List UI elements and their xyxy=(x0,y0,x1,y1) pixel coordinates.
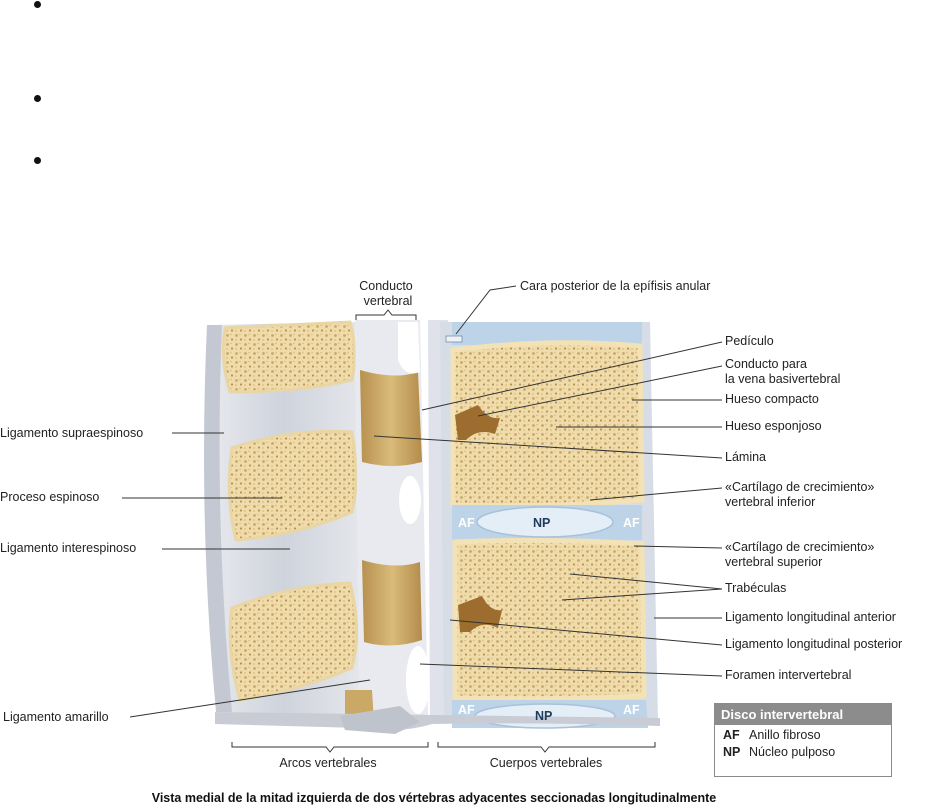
bullet-2 xyxy=(34,95,41,102)
label-pediculo: Pedículo xyxy=(725,334,774,348)
leader-pediculo xyxy=(421,341,723,411)
spinous-process-bottom xyxy=(228,581,358,702)
label-lig-long-anterior: Ligamento longitudinal anterior xyxy=(725,610,896,624)
label-cuerpos-vertebrales: Cuerpos vertebrales xyxy=(490,756,603,770)
disc-af-left-middle: AF xyxy=(458,516,475,530)
label-hueso-esponjoso: Hueso esponjoso xyxy=(725,419,822,433)
leader-trabeculas-b xyxy=(561,588,723,601)
label-proceso-espinoso: Proceso espinoso xyxy=(0,490,99,504)
disc-af-right-middle: AF xyxy=(623,516,640,530)
label-conducto-vertebral-2: vertebral xyxy=(364,294,413,308)
bracket-cuerpos xyxy=(437,742,656,753)
label-cartilago-inf-1: «Cartílago de crecimiento» xyxy=(725,480,874,494)
bullet-1 xyxy=(34,1,41,8)
legend-row-af: AF Anillo fibroso xyxy=(715,727,891,744)
base-fragment xyxy=(215,712,660,731)
label-cartilago-sup-1: «Cartílago de crecimiento» xyxy=(725,540,874,554)
disc-np-middle: NP xyxy=(533,516,550,530)
label-foramen: Foramen intervertebral xyxy=(725,668,851,682)
label-basivertebral-2: la vena basivertebral xyxy=(725,372,840,386)
leader-cara-posterior xyxy=(455,285,517,335)
spinous-process-middle xyxy=(227,429,358,542)
supraspinous-ligament-shape xyxy=(204,325,232,712)
label-cara-posterior: Cara posterior de la epífisis anular xyxy=(520,279,710,293)
spinous-process-top xyxy=(221,320,357,394)
label-cartilago-sup-2: vertebral superior xyxy=(725,555,822,569)
leader-cartilago-sup xyxy=(633,545,723,549)
nucleus-middle xyxy=(476,506,614,538)
vertebral-body-lower xyxy=(452,537,647,702)
legend-abbr-af: AF xyxy=(723,728,740,742)
legend-abbr-np: NP xyxy=(723,745,741,759)
bracket-conducto xyxy=(355,309,417,320)
label-lamina: Lámina xyxy=(725,450,766,464)
label-cartilago-inf-2: vertebral inferior xyxy=(725,495,815,509)
leader-foramen xyxy=(419,663,723,677)
label-arcos-vertebrales: Arcos vertebrales xyxy=(279,756,376,770)
foramen-upper xyxy=(398,322,420,374)
bracket-arcos xyxy=(231,742,429,753)
label-lig-long-posterior: Ligamento longitudinal posterior xyxy=(725,637,902,651)
label-basivertebral-1: Conducto para xyxy=(725,357,807,371)
leader-trabeculas-a xyxy=(569,573,723,590)
label-hueso-compacto: Hueso compacto xyxy=(725,392,819,406)
foramen-middle xyxy=(399,476,421,524)
bullet-3 xyxy=(34,157,41,164)
legend-title: Disco intervertebral xyxy=(715,704,891,725)
base-wedge xyxy=(340,706,420,734)
legend-text-np: Núcleo pulposo xyxy=(749,745,836,759)
legend-text-af: Anillo fibroso xyxy=(749,728,821,742)
label-lig-supraespinoso: Ligamento supraespinoso xyxy=(0,426,143,440)
ligamentum-flavum-upper xyxy=(360,370,422,466)
legend-row-np: NP Núcleo pulposo xyxy=(715,744,891,761)
epiphysis-marker xyxy=(445,335,463,343)
disc-legend: Disco intervertebral AF Anillo fibroso NP… xyxy=(714,703,892,777)
figure-caption: Vista medial de la mitad izquierda de do… xyxy=(151,791,717,805)
foramen-lower xyxy=(406,646,430,714)
basivertebral-canal-upper xyxy=(455,405,500,440)
disc-np-bottom: NP xyxy=(535,709,552,723)
leader-lig-amarillo xyxy=(129,679,371,718)
disc-af-left-bottom: AF xyxy=(458,703,475,717)
leader-lig-long-posterior xyxy=(449,619,723,646)
basivertebral-canal-lower xyxy=(458,596,502,632)
label-trabeculas: Trabéculas xyxy=(725,581,786,595)
leader-lamina xyxy=(373,435,723,459)
label-lig-interespinoso: Ligamento interespinoso xyxy=(0,541,136,555)
leader-cartilago-inf xyxy=(589,487,723,501)
label-conducto-vertebral-1: Conducto xyxy=(359,279,413,293)
leader-basivertebral xyxy=(477,365,723,417)
disc-af-right-bottom: AF xyxy=(623,703,640,717)
ligamentum-flavum-lower xyxy=(362,560,422,646)
disc-top xyxy=(452,322,642,345)
label-lig-amarillo: Ligamento amarillo xyxy=(3,710,109,724)
